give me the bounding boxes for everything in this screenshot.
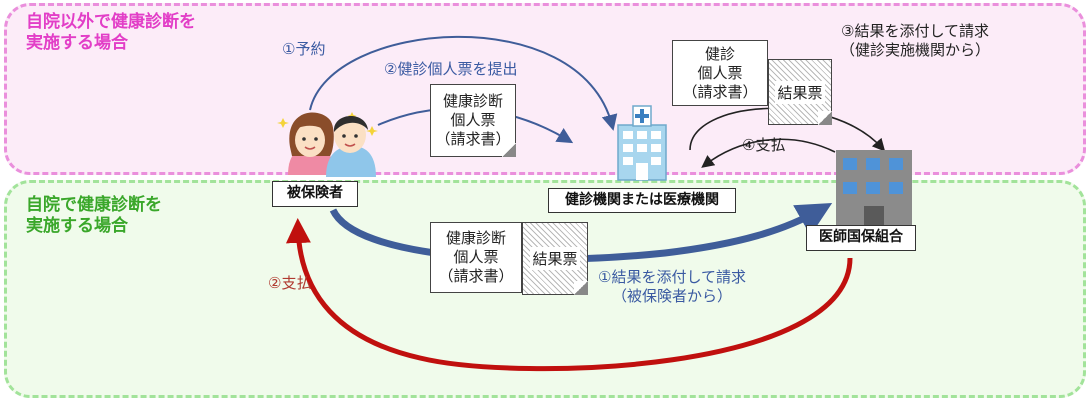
label-reserve: ①予約 (282, 40, 326, 58)
document-result-bottom-text: 結果票 (530, 247, 580, 270)
node-clinic: 健診機関または医療機関 (548, 188, 736, 213)
page-fold (574, 281, 588, 295)
arrow-request-top (689, 107, 886, 152)
document-checkup-form-right-text: 健診 個人票 （請求書） (682, 44, 758, 101)
document-checkup-form-top-text: 健康診断 個人票 （請求書） (435, 92, 511, 148)
label-payment-top: ④支払 (742, 136, 786, 154)
arrow-reserve (309, 35, 618, 131)
document-checkup-form-top: 健康診断 個人票 （請求書） (430, 84, 516, 157)
zone-external-title: 自院以外で健康診断を 実施する場合 (26, 12, 196, 53)
arrow-request-bottom (329, 203, 833, 263)
zone-external-checkup (4, 3, 1086, 175)
label-attach-request-top: ③結果を添付して請求 （健診実施機関から） (840, 22, 991, 59)
node-insured: 被保険者 (272, 181, 358, 207)
hospital-building-icon (617, 105, 667, 181)
couple-people-icon (277, 112, 378, 177)
zone-internal-title: 自院で健康診断を 実施する場合 (26, 195, 162, 236)
document-checkup-form-bottom: 健康診断 個人票 （請求書） (430, 222, 522, 293)
label-attach-request-bottom: ①結果を添付して請求 （被保険者から） (598, 268, 746, 305)
office-building-icon (836, 150, 912, 230)
arrow-payment-bottom (285, 218, 853, 372)
document-checkup-form-bottom-text: 健康診断 個人票 （請求書） (438, 229, 514, 285)
document-result-top: 結果票 (768, 59, 832, 125)
document-result-top-text: 結果票 (775, 80, 825, 104)
label-submit: ②健診個人票を提出 (384, 60, 518, 78)
page-fold (818, 111, 832, 125)
document-checkup-form-right: 健診 個人票 （請求書） (672, 40, 768, 106)
arrow-payment-top (701, 138, 836, 168)
page-fold (502, 143, 516, 157)
label-payment-bottom: ②支払 (268, 274, 312, 292)
document-result-bottom: 結果票 (522, 222, 588, 295)
node-union: 医師国保組合 (806, 225, 916, 251)
